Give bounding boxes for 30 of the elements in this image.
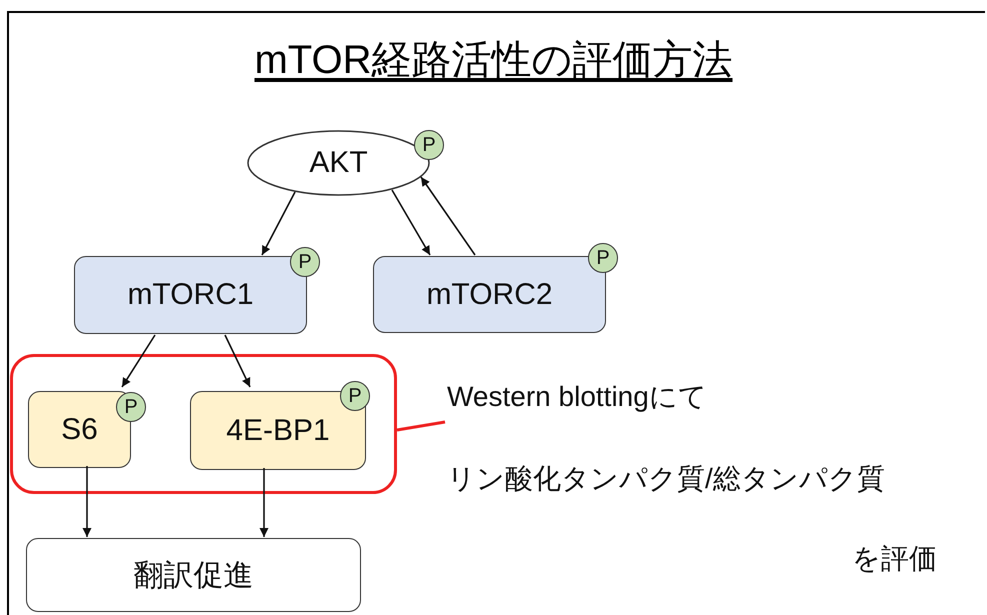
result-label: 翻訳促進 [134,558,254,594]
node-label: mTORC1 [127,278,254,312]
node-label: mTORC2 [426,278,553,312]
phosphate-circle [116,392,146,422]
highlight-frame [10,354,397,494]
phosphate-circle [290,247,320,277]
arrow [261,192,296,256]
node-label: 4E-BP1 [226,414,330,448]
phosphate-circle [588,243,618,273]
connector-line [396,420,446,432]
node-label: AKT [309,146,368,180]
note-text: を評価 [852,542,937,576]
phosphate-circle [340,381,370,411]
phosphate-label: P [124,397,138,417]
arrow [82,466,92,537]
note-text: Western blottingにて [447,380,707,414]
note-text: リン酸化タンパク質/総タンパク質 [447,462,885,496]
arrow [391,190,431,256]
phosphate-label: P [298,252,312,272]
phosphate-circle [414,130,444,160]
node-label: S6 [61,412,98,446]
arrow [224,334,251,388]
result-box [26,538,361,612]
phosphate-label: P [348,386,362,406]
arrow [420,176,476,256]
phosphate-label: P [596,248,610,268]
title: mTOR経路活性の評価方法 [253,37,734,84]
arrow [121,334,156,388]
arrow [260,468,268,537]
phosphate-label: P [422,135,436,155]
